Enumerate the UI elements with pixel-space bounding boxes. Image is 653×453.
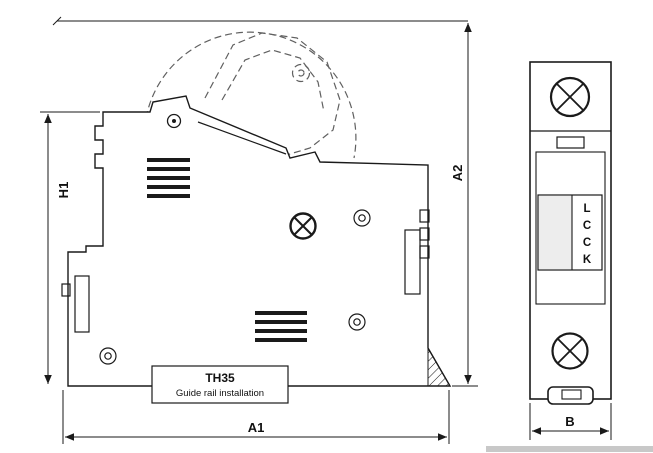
side-view-body-outline	[67, 95, 452, 387]
screw-icon	[289, 212, 317, 240]
front-top-screw-icon	[549, 76, 591, 118]
phantom-open-lever	[145, 31, 357, 159]
front-bottom-screw-icon	[551, 332, 589, 370]
front-latch-window	[556, 136, 585, 149]
front-mid-section	[535, 151, 606, 305]
dimension-h1: H1	[40, 111, 100, 384]
side-view: TH35 Guide rail installation H1 A2	[40, 16, 478, 444]
marking-letter: K	[583, 254, 592, 266]
front-view: L C C K B	[529, 61, 612, 440]
dimension-b: B	[529, 403, 612, 440]
rivet-circle-top	[353, 209, 371, 227]
open-lever-screw-icon	[291, 63, 311, 83]
dimension-a2: A2	[52, 16, 478, 387]
a2-top-tick	[52, 16, 62, 26]
din-rail-label-box: TH35 Guide rail installation	[151, 365, 289, 404]
left-terminal-detail	[61, 275, 90, 333]
open-lever-inner-line	[221, 49, 325, 113]
rail-standard-label: TH35	[205, 371, 235, 385]
rivet-circle-bottom	[348, 313, 366, 331]
a2-label: A2	[450, 165, 465, 182]
open-lever-outline	[204, 32, 341, 157]
dimension-a1: A1	[62, 390, 450, 444]
fuse-carrier-face: L C C K	[537, 194, 603, 271]
hinge-pin	[166, 113, 182, 129]
rail-subtitle-label: Guide rail installation	[176, 388, 264, 399]
rivet-circle-left	[99, 347, 117, 365]
marking-letter: C	[583, 220, 591, 232]
product-marking: L C C K	[583, 203, 592, 266]
grip-ribs-upper	[147, 158, 190, 198]
marking-letter: L	[583, 203, 590, 215]
din-rail-clip-hatch	[427, 346, 451, 387]
grip-ribs-lower	[255, 311, 307, 342]
b-label: B	[565, 414, 574, 429]
lever-lower-edge	[197, 121, 287, 155]
open-lever-screw-center	[297, 69, 305, 77]
a1-label: A1	[248, 420, 265, 435]
right-terminal-detail	[404, 209, 430, 295]
front-bottom-clip	[547, 386, 594, 405]
scrollbar-fragment	[486, 446, 653, 452]
h1-label: H1	[56, 182, 71, 199]
carrier-window	[539, 196, 572, 269]
marking-letter: C	[583, 237, 591, 249]
